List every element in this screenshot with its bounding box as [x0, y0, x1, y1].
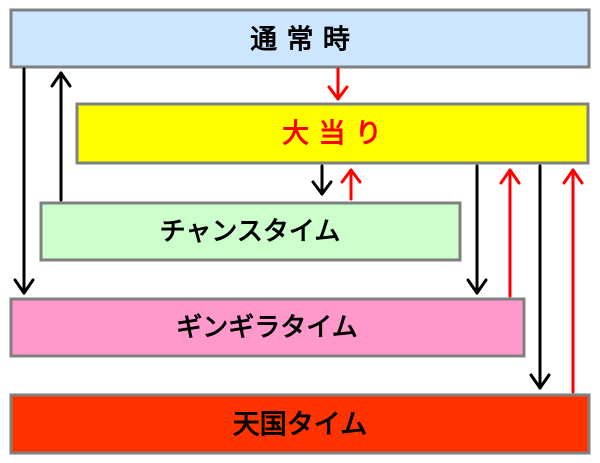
arrow-jackpot-to-tengoku — [529, 164, 551, 390]
label-normal: 通 常 時 — [250, 25, 350, 56]
arrow-jackpot-to-gingira — [466, 164, 488, 295]
arrow-chance-to-normal — [50, 71, 72, 202]
box-chance-time: チャンスタイム — [39, 201, 462, 262]
label-tengoku-time: 天国タイム — [233, 410, 367, 441]
arrow-jackpot-to-chance — [311, 164, 333, 196]
box-normal: 通 常 時 — [9, 8, 591, 69]
label-chance-time: チャンスタイム — [160, 217, 341, 247]
box-gingira-time: ギンギラタイム — [9, 297, 526, 358]
label-gingira-time: ギンギラタイム — [176, 313, 357, 343]
arrow-tengoku-to-jackpot — [562, 168, 584, 394]
arrow-chance-to-jackpot — [340, 168, 362, 201]
box-jackpot: 大 当 り — [75, 102, 590, 165]
arrow-normal-to-jackpot — [327, 67, 349, 101]
box-tengoku-time: 天国タイム — [9, 393, 591, 455]
arrow-gingira-to-jackpot — [499, 168, 521, 298]
arrow-normal-to-gingira — [13, 67, 35, 295]
label-jackpot: 大 当 り — [282, 119, 382, 150]
